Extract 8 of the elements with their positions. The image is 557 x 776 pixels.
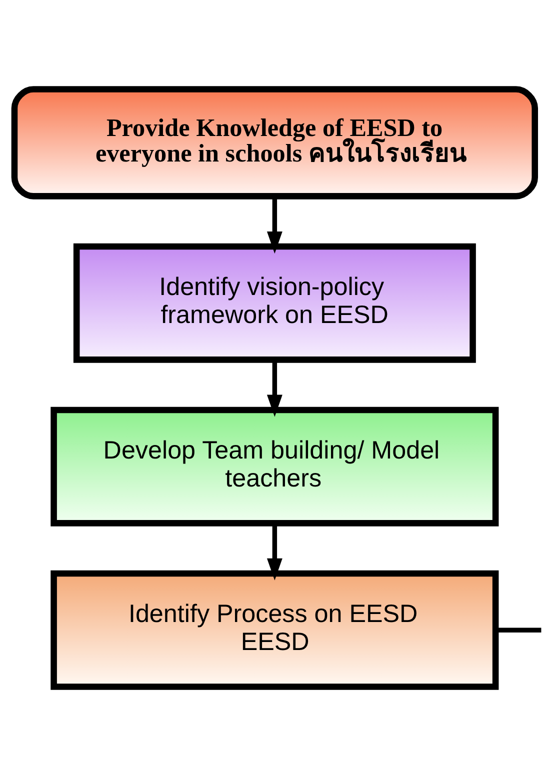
- connector: [496, 628, 542, 632]
- node-box: Identify Process on EESD EESD: [50, 570, 499, 690]
- node-box: Provide Knowledge of EESD to everyone in schools คนในโรงเรียน: [11, 86, 538, 200]
- arrow: [266, 196, 282, 254]
- arrow: [266, 523, 282, 580]
- arrow: [266, 360, 282, 417]
- node-box: Identify vision-policy framework on EESD: [73, 243, 476, 363]
- node-box: Develop Team building/ Model teachers: [50, 406, 499, 526]
